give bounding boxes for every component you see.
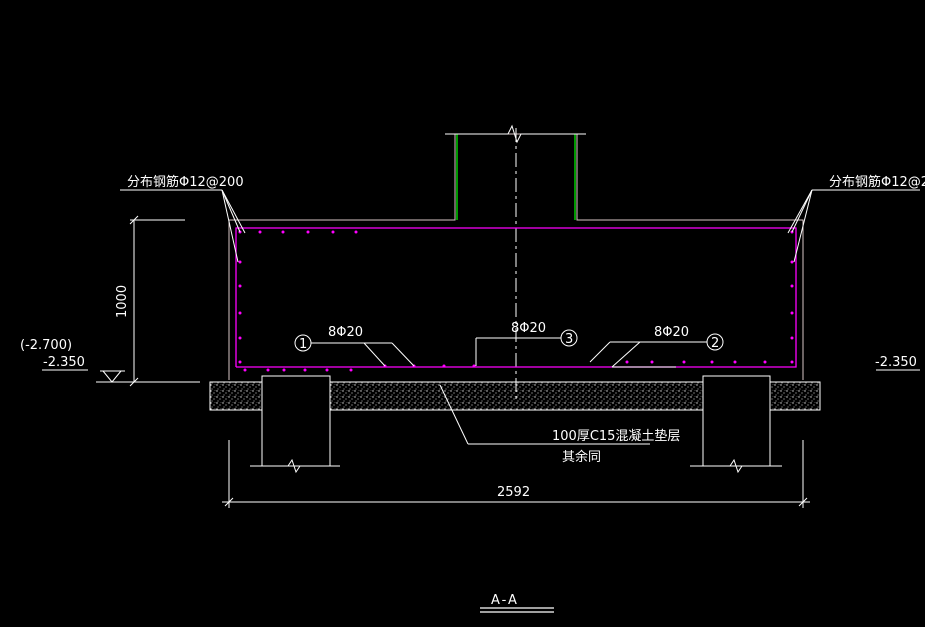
bubble-3-number: 3 [565,332,573,347]
pile-left [250,375,340,474]
rebar-cage [235,227,797,368]
column [456,134,576,220]
label-cushion-1: 100厚C15混凝土垫层 [552,428,680,444]
label-distribution-right: 分布钢筋Φ12@200 [829,174,925,190]
dimension-width-value: 2592 [497,485,530,500]
bubble-1-number: 1 [299,337,307,352]
cushion-layer-left [209,381,263,411]
elevation-left-paren: (-2.700) [20,338,72,353]
label-rebar-3: 8Φ20 [511,321,546,336]
leader-rebar-3 [475,329,578,366]
pile-right [690,375,782,474]
elevation-right: -2.350 [875,355,917,370]
dimension-width [222,440,810,508]
label-rebar-2: 8Φ20 [654,325,689,340]
label-rebar-1: 8Φ20 [328,325,363,340]
section-title: A-A [491,593,519,608]
label-distribution-left: 分布钢筋Φ12@200 [127,174,244,190]
leader-distribution-left [120,189,246,263]
leader-cushion [439,384,650,445]
elevation-left: -2.350 [43,355,85,370]
leader-rebar-2 [589,333,724,368]
break-line-top [445,124,586,144]
dimension-height [129,215,200,387]
bubble-2-number: 2 [711,336,719,351]
label-cushion-2: 其余同 [562,449,601,465]
leader-distribution-right [787,189,920,263]
dimension-height-value: 1000 [115,285,130,318]
cushion-layer-right [769,381,821,411]
elevation-marker-left [42,369,130,383]
leader-rebar-1 [294,334,415,367]
